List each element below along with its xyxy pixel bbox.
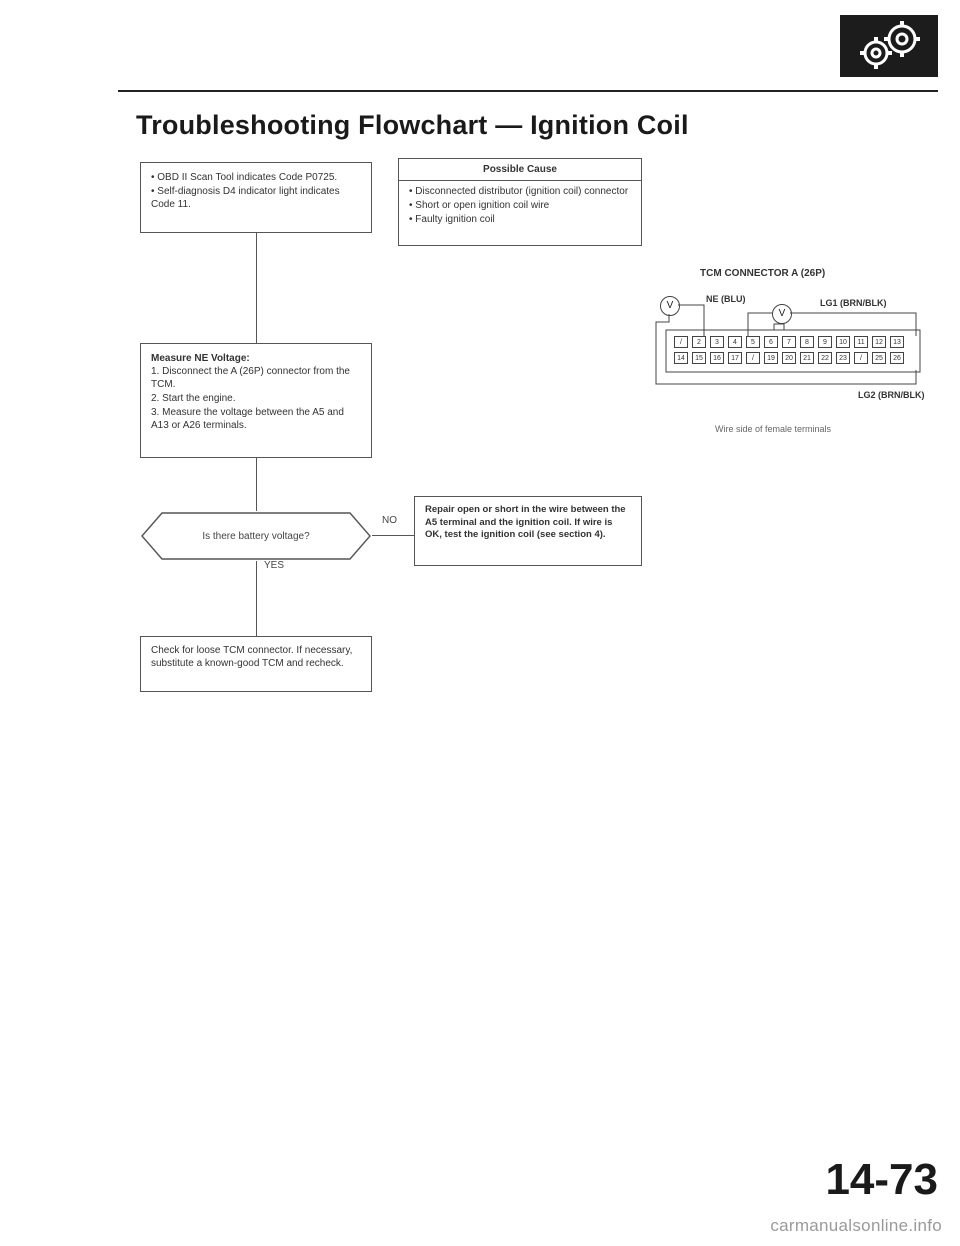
connector-pin: 11	[854, 336, 868, 348]
start-item: • OBD II Scan Tool indicates Code P0725.	[151, 172, 338, 183]
cause-item: • Disconnected distributor (ignition coi…	[409, 186, 629, 197]
measure-step: 1. Disconnect the A (26P) connector from…	[151, 366, 350, 390]
connector-pin: 6	[764, 336, 778, 348]
page-title: Troubleshooting Flowchart — Ignition Coi…	[136, 110, 689, 140]
start-item: • Self-diagnosis D4 indicator light indi…	[151, 186, 340, 210]
connector-pin: 15	[692, 352, 706, 364]
decision-diamond: Is there battery voltage?	[140, 511, 372, 561]
connector-pin: 13	[890, 336, 904, 348]
connector-pin: 20	[782, 352, 796, 364]
header-rule	[118, 90, 938, 92]
possible-cause-heading: Possible Cause	[399, 159, 641, 181]
connector-pin: 10	[836, 336, 850, 348]
ne-label: NE (BLU)	[706, 294, 746, 304]
connector-pin: 26	[890, 352, 904, 364]
no-label: NO	[382, 515, 397, 526]
connector-pin: 25	[872, 352, 886, 364]
connector-pin: 22	[818, 352, 832, 364]
possible-cause-box: Possible Cause • Disconnected distributo…	[398, 158, 642, 246]
connector-pin: 17	[728, 352, 742, 364]
no-line	[372, 535, 414, 537]
flow-line	[256, 561, 258, 636]
yes-label: YES	[264, 560, 285, 571]
flow-line	[256, 233, 258, 343]
check-box: Check for loose TCM connector. If necess…	[140, 636, 372, 692]
measure-step: 3. Measure the voltage between the A5 an…	[151, 407, 344, 431]
connector-pin: /	[674, 336, 688, 348]
footer-watermark: carmanualsonline.info	[770, 1216, 942, 1235]
connector-title: TCM CONNECTOR A (26P)	[700, 268, 826, 279]
connector-pin: 5	[746, 336, 760, 348]
check-text: Check for loose TCM connector. If necess…	[151, 645, 353, 669]
connector-pin: /	[746, 352, 760, 364]
measure-heading: Measure NE Voltage:	[151, 353, 250, 364]
connector-pin: 14	[674, 352, 688, 364]
connector-pin: 16	[710, 352, 724, 364]
connector-caption: Wire side of female terminals	[715, 424, 832, 434]
voltmeter-icon-left: V	[660, 296, 680, 316]
gears-icon	[840, 15, 938, 77]
connector-pin: 7	[782, 336, 796, 348]
start-box: • OBD II Scan Tool indicates Code P0725.…	[140, 162, 372, 233]
connector-pin: 9	[818, 336, 832, 348]
cause-item: • Short or open ignition coil wire	[409, 200, 550, 211]
connector-pin: 12	[872, 336, 886, 348]
connector-pin: 2	[692, 336, 706, 348]
connector-pin: 3	[710, 336, 724, 348]
cause-item: • Faulty ignition coil	[409, 214, 495, 225]
decision-text: Is there battery voltage?	[202, 530, 310, 542]
connector-pin: 4	[728, 336, 742, 348]
measure-step: 2. Start the engine.	[151, 393, 236, 404]
flow-line	[256, 458, 258, 511]
connector-pin: 19	[764, 352, 778, 364]
connector-pin: /	[854, 352, 868, 364]
connector-pin: 8	[800, 336, 814, 348]
connector-pin: 21	[800, 352, 814, 364]
repair-text: Repair open or short in the wire between…	[425, 504, 626, 540]
measure-box: Measure NE Voltage: 1. Disconnect the A …	[140, 343, 372, 458]
lg2-label: LG2 (BRN/BLK)	[858, 390, 925, 400]
page-number: 14-73	[825, 1155, 938, 1204]
lg1-label: LG1 (BRN/BLK)	[820, 298, 887, 308]
connector-leads	[655, 304, 921, 385]
repair-box: Repair open or short in the wire between…	[414, 496, 642, 566]
connector-pin: 23	[836, 352, 850, 364]
